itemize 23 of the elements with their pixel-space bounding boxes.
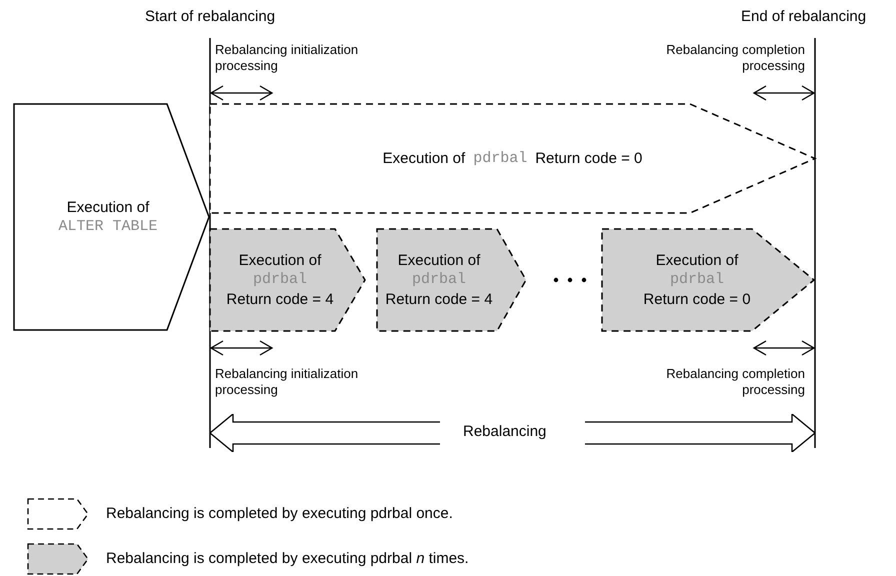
node-text: Execution of: [66, 198, 150, 216]
node-text: Execution of: [382, 150, 466, 168]
arrow-label: Rebalancing: [463, 423, 546, 441]
timeline-label: End of rebalancing: [741, 8, 866, 26]
phase-label: Rebalancing completion processing: [665, 366, 805, 398]
phase-label: Rebalancing initialization processing: [215, 366, 360, 398]
command-name: pdrbal: [670, 271, 724, 289]
legend-text: Rebalancing is completed by executing pdrbal once.: [106, 505, 453, 523]
command-name: pdrbal: [412, 271, 466, 289]
command-name: ALTER TABLE: [58, 218, 158, 236]
node-text: Return code = 4: [226, 290, 334, 308]
node-text: Execution of: [398, 252, 480, 270]
node-text: Execution of: [238, 252, 322, 270]
node-text: Return code = 0: [535, 150, 642, 168]
node-text: Execution of: [656, 252, 738, 270]
node-text: Return code = 4: [385, 290, 493, 308]
phase-label: Rebalancing initialization processing: [215, 42, 360, 74]
timeline-label: Start of rebalancing: [145, 8, 276, 26]
command-name: pdrbal: [252, 271, 307, 289]
command-name: pdrbal: [473, 150, 528, 168]
phase-label: Rebalancing completion processing: [665, 42, 805, 74]
node-text: Return code = 0: [643, 290, 751, 308]
legend-text: Rebalancing is completed by executing pdrbal n times.: [106, 550, 469, 568]
